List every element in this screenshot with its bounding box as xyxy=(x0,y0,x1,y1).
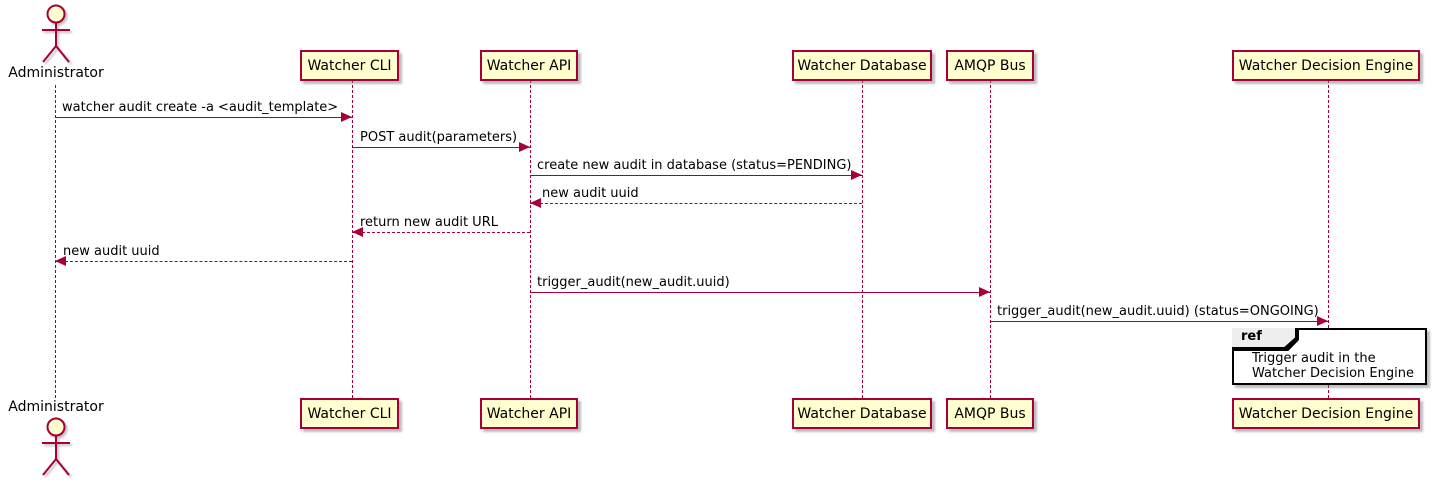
message-label: return new audit URL xyxy=(360,215,498,230)
participant-label: Watcher Database xyxy=(797,405,927,422)
message-line xyxy=(530,292,990,293)
ref-tab-shape: ref xyxy=(1232,328,1299,351)
ref-text-line: Trigger audit in the xyxy=(1252,351,1376,366)
participant-label: Watcher API xyxy=(486,57,572,74)
message-line xyxy=(55,117,352,118)
participant-watcher-database-bottom: Watcher Database xyxy=(792,398,932,429)
actor-administrator-icon xyxy=(42,4,70,63)
message-line xyxy=(530,175,862,176)
participant-label: Watcher API xyxy=(486,405,572,422)
message-line xyxy=(55,261,352,262)
message-label: watcher audit create -a <audit_template> xyxy=(62,100,339,115)
arrowhead-icon xyxy=(519,142,530,152)
lifeline-administrator xyxy=(55,85,56,398)
participant-label: Watcher Decision Engine xyxy=(1238,57,1414,74)
ref-text-line: Watcher Decision Engine xyxy=(1252,366,1414,381)
arrowhead-icon xyxy=(1317,316,1328,326)
lifeline-watcher-api xyxy=(530,80,531,398)
participant-watcher-cli-bottom: Watcher CLI xyxy=(300,398,399,429)
participant-label: Watcher Decision Engine xyxy=(1238,405,1414,422)
message-label: trigger_audit(new_audit.uuid) (status=ON… xyxy=(997,304,1319,319)
actor-label-top: Administrator xyxy=(8,65,104,81)
arrowhead-icon xyxy=(352,227,363,237)
lifeline-watcher-database xyxy=(862,80,863,398)
ref-keyword: ref xyxy=(1232,328,1295,347)
participant-watcher-api-bottom: Watcher API xyxy=(480,398,578,429)
lifeline-amqp-bus xyxy=(990,80,991,398)
message-label: trigger_audit(new_audit.uuid) xyxy=(537,275,730,290)
arrowhead-icon xyxy=(979,287,990,297)
message-label: new audit uuid xyxy=(63,244,160,259)
arrowhead-icon xyxy=(341,112,352,122)
message-label: create new audit in database (status=PEN… xyxy=(537,158,852,173)
ref-fragment: ref Trigger audit in the Watcher Decisio… xyxy=(1232,328,1427,385)
arrowhead-icon xyxy=(530,198,541,208)
message-line xyxy=(352,147,530,148)
participant-amqp-bus-bottom: AMQP Bus xyxy=(946,398,1034,429)
message-line xyxy=(990,321,1328,322)
participant-label: Watcher Database xyxy=(797,57,927,74)
message-line xyxy=(530,203,862,204)
participant-watcher-api-top: Watcher API xyxy=(480,50,578,81)
participant-label: Watcher CLI xyxy=(307,57,392,74)
lifeline-watcher-cli xyxy=(352,80,353,398)
actor-label-bottom: Administrator xyxy=(8,399,104,415)
message-line xyxy=(352,232,530,233)
participant-label: AMQP Bus xyxy=(954,405,1026,422)
arrowhead-icon xyxy=(55,256,66,266)
participant-watcher-database-top: Watcher Database xyxy=(792,50,932,81)
participant-amqp-bus-top: AMQP Bus xyxy=(946,50,1034,81)
participant-label: Watcher CLI xyxy=(307,405,392,422)
participant-watcher-decision-engine-top: Watcher Decision Engine xyxy=(1232,50,1420,81)
participant-watcher-decision-engine-bottom: Watcher Decision Engine xyxy=(1232,398,1420,429)
actor-administrator-icon xyxy=(42,417,70,476)
participant-label: AMQP Bus xyxy=(954,57,1026,74)
message-label: new audit uuid xyxy=(542,186,639,201)
lifeline-watcher-decision-engine xyxy=(1328,80,1329,398)
participant-watcher-cli-top: Watcher CLI xyxy=(300,50,399,81)
arrowhead-icon xyxy=(851,170,862,180)
message-label: POST audit(parameters) xyxy=(360,130,518,145)
